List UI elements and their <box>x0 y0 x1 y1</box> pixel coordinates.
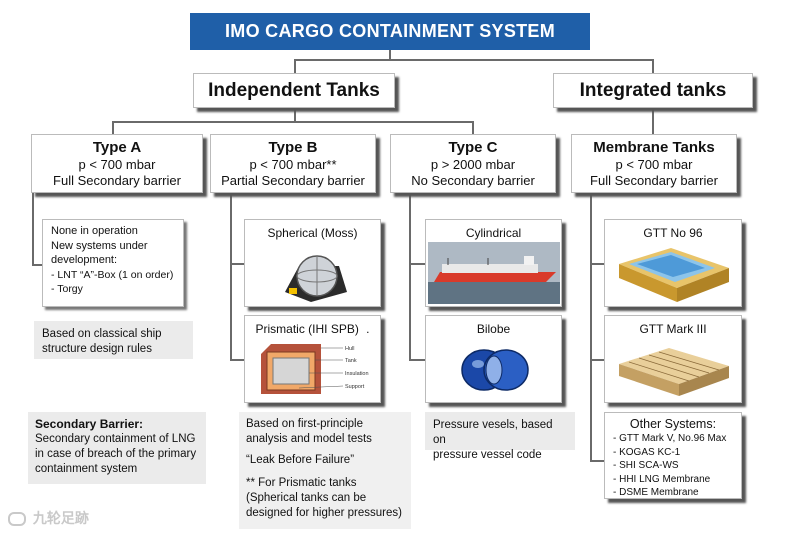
type-barrier: Full Secondary barrier <box>53 173 181 188</box>
prismatic-label-support: Support <box>345 384 365 390</box>
type-b-box: Type B p < 700 mbar** Partial Secondary … <box>210 134 376 193</box>
gtt-no96-box: GTT No 96 <box>604 219 742 307</box>
type-a-basis-note: Based on classical ship structure design… <box>34 321 193 359</box>
other-systems-box: Other Systems: - GTT Mark V, No.96 Max -… <box>604 412 742 499</box>
subtype-label: Prismatic (IHI SPB) <box>255 322 359 336</box>
gtt-mark-iii-illustration <box>619 348 729 396</box>
note-line: development: <box>51 254 118 266</box>
type-pressure: p < 700 mbar** <box>249 157 337 172</box>
integrated-tanks-label: Integrated tanks <box>579 79 727 101</box>
note-line: - LNT “A”-Box (1 on order) <box>51 268 174 281</box>
type-c-box: Type C p > 2000 mbar No Secondary barrie… <box>390 134 556 193</box>
list-item: - DSME Membrane <box>613 487 699 498</box>
type-name: Membrane Tanks <box>593 139 715 156</box>
note-line: - Torgy <box>51 283 83 295</box>
cylindrical-tanker-illustration <box>428 242 560 304</box>
prismatic-tank-illustration: Hull Tank Insulation Support <box>261 344 369 394</box>
note-line: containment system <box>35 463 138 475</box>
note-line: Based on first-principle <box>246 418 363 430</box>
type-a-status-note: None in operation New systems under deve… <box>42 219 184 307</box>
watermark-text: 九轮足跡 <box>32 510 89 526</box>
prismatic-label-insulation: Insulation <box>345 371 369 377</box>
subtype-label: GTT No 96 <box>643 226 703 240</box>
type-name: Type A <box>92 139 142 156</box>
subtype-label: Cylindrical <box>465 226 522 240</box>
type-barrier: Full Secondary barrier <box>590 173 718 188</box>
prismatic-ihi-spb-box: Prismatic (IHI SPB) . Hull Tank Insulati… <box>244 315 381 403</box>
list-item: - GTT Mark V, No.96 Max <box>613 433 727 444</box>
integrated-tanks-box: Integrated tanks <box>553 73 753 108</box>
note-line: None in operation <box>51 225 138 237</box>
spherical-tank-illustration <box>285 255 347 302</box>
note-line: analysis and model tests <box>246 433 372 445</box>
bilobe-tank-illustration <box>461 349 529 391</box>
other-systems-heading: Other Systems: <box>629 417 717 431</box>
type-name: Type B <box>268 139 318 156</box>
trailing-dot: . <box>366 322 370 336</box>
note-line: New systems under <box>51 239 148 252</box>
watermark-icon <box>8 512 26 527</box>
type-b-basis-note: Based on first-principle analysis and mo… <box>239 412 411 529</box>
note-line: Secondary containment of LNG <box>35 433 196 445</box>
gtt-no96-illustration <box>619 248 729 302</box>
spherical-moss-box: Spherical (Moss) <box>244 219 381 307</box>
subtype-label: Bilobe <box>476 322 511 336</box>
list-item: - KOGAS KC-1 <box>613 446 681 458</box>
note-line: Pressure vesels, based on <box>433 419 553 446</box>
type-name: Type C <box>448 139 498 156</box>
membrane-tanks-box: Membrane Tanks p < 700 mbar Full Seconda… <box>571 134 737 193</box>
note-line: structure design rules <box>42 343 152 355</box>
subtype-label: GTT Mark III <box>639 322 707 336</box>
independent-tanks-box: Independent Tanks <box>193 73 395 108</box>
secondary-barrier-heading: Secondary Barrier: <box>35 417 144 431</box>
type-barrier: No Secondary barrier <box>411 173 535 188</box>
note-line: Based on classical ship <box>42 328 162 340</box>
cylindrical-box: Cylindrical <box>425 219 562 307</box>
other-systems-list: - GTT Mark V, No.96 Max - KOGAS KC-1 - S… <box>613 432 733 500</box>
type-pressure: p < 700 mbar <box>615 157 693 172</box>
independent-tanks-label: Independent Tanks <box>208 79 380 101</box>
note-line: in case of breach of the primary <box>35 448 197 460</box>
type-c-basis-note: Pressure vesels, based on pressure vesse… <box>425 412 575 461</box>
note-line: pressure vessel code <box>433 449 542 461</box>
prismatic-label-tank: Tank <box>345 358 357 364</box>
list-item: - HHI LNG Membrane <box>613 473 711 485</box>
note-line: (Spherical tanks can be <box>246 492 367 504</box>
secondary-barrier-note: Secondary Barrier: Secondary containment… <box>28 412 206 484</box>
note-line: “Leak Before Failure” <box>246 454 355 466</box>
bilobe-box: Bilobe <box>425 315 562 403</box>
note-line: designed for higher pressures) <box>246 507 402 519</box>
type-barrier: Partial Secondary barrier <box>221 173 365 188</box>
type-pressure: p < 700 mbar <box>78 157 156 172</box>
gtt-mark-iii-box: GTT Mark III <box>604 315 742 403</box>
type-a-box: Type A p < 700 mbar Full Secondary barri… <box>31 134 203 193</box>
prismatic-label-hull: Hull <box>345 346 354 352</box>
note-line: ** For Prismatic tanks <box>246 477 357 489</box>
type-pressure: p > 2000 mbar <box>430 157 516 172</box>
watermark: 九轮足跡 <box>8 508 89 528</box>
subtype-label: Spherical (Moss) <box>267 226 358 240</box>
subtype-caption: Prismatic (IHI SPB) . <box>245 322 380 336</box>
list-item: - SHI SCA-WS <box>613 460 679 471</box>
diagram-title: IMO CARGO CONTAINMENT SYSTEM <box>190 13 590 50</box>
